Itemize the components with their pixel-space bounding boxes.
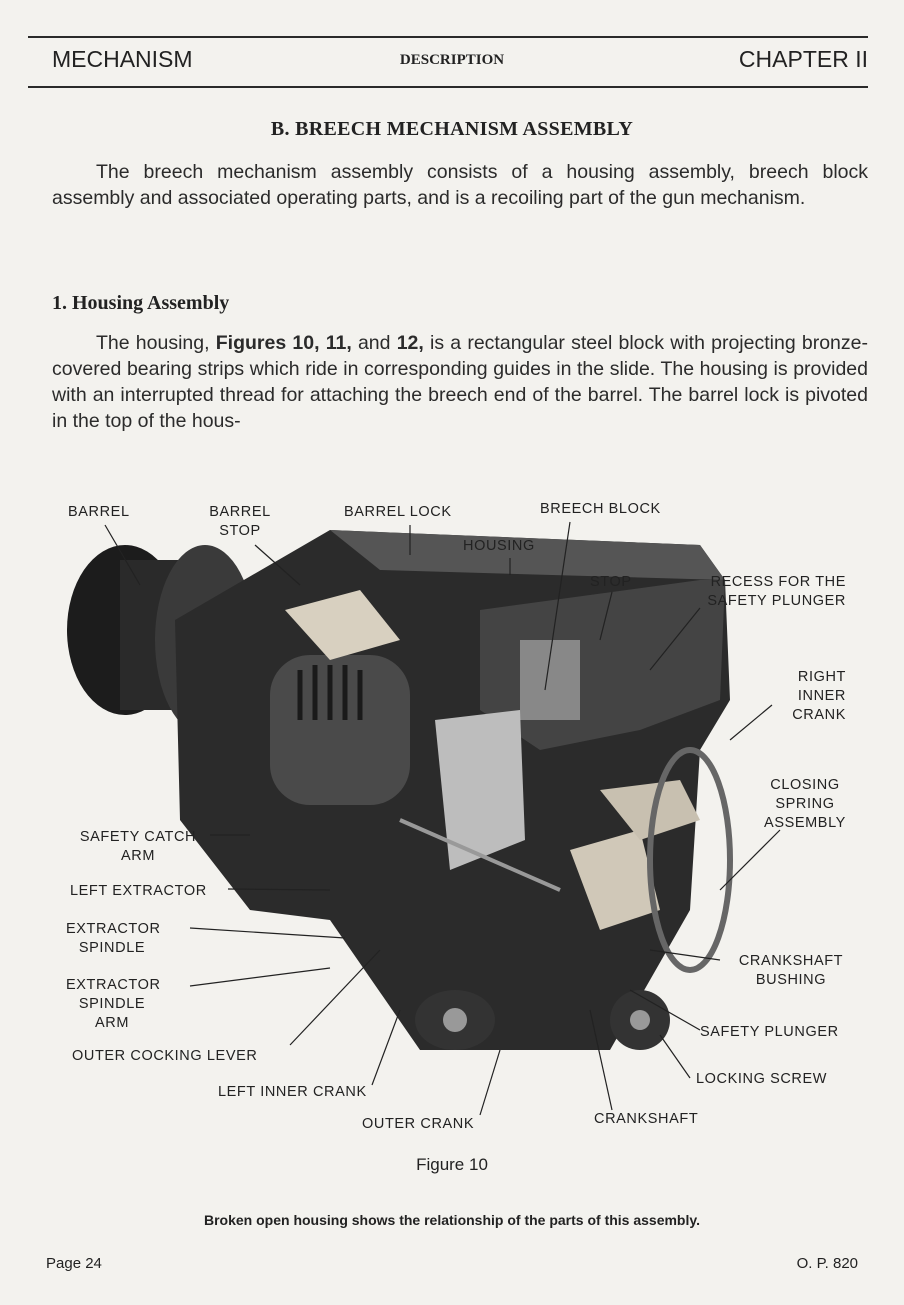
section-title: B. BREECH MECHANISM ASSEMBLY	[270, 118, 634, 140]
label-left-extractor: LEFT EXTRACTOR	[70, 883, 207, 899]
label-left-inner-crank: LEFT INNER CRANK	[218, 1084, 367, 1100]
header-rule-bottom	[28, 86, 868, 88]
label-barrel-lock: BARREL LOCK	[344, 504, 452, 520]
page-number: Page 24	[46, 1255, 102, 1272]
intro-paragraph: The breech mechanism assembly consists o…	[52, 159, 868, 211]
label-safety-catch-arm: SAFETY CATCH ARM	[79, 829, 197, 864]
text: is a rectangular steel block with projec…	[52, 332, 868, 432]
housing-paragraph: The housing, Figures 10, 11, and 12, is …	[52, 330, 868, 434]
label-right-inner-crank: RIGHT INNER CRANK	[792, 669, 846, 723]
header-rule-top	[28, 36, 868, 38]
label-housing: HOUSING	[463, 538, 535, 554]
label-crankshaft-bushing: CRANKSHAFT BUSHING	[738, 953, 844, 988]
text: The housing,	[96, 332, 216, 354]
label-extractor-spindle: EXTRACTOR SPINDLE	[66, 921, 161, 956]
document-ref: O. P. 820	[796, 1255, 858, 1272]
header-left: MECHANISM	[52, 46, 193, 72]
label-outer-crank: OUTER CRANK	[362, 1116, 475, 1132]
label-stop: STOP	[590, 574, 632, 590]
label-closing-spring: CLOSING SPRING ASSEMBLY	[764, 777, 846, 831]
header-center: DESCRIPTION	[399, 52, 505, 68]
label-locking-screw: LOCKING SCREW	[696, 1071, 828, 1087]
figure-ref: Figures 10, 11,	[215, 332, 352, 354]
text: and	[351, 332, 397, 354]
housing-text: The housing, Figures 10, 11, and 12, is …	[52, 330, 868, 434]
header-right: CHAPTER II	[738, 46, 868, 72]
figure-title: Figure 10	[416, 1155, 488, 1174]
figure-ref: 12,	[396, 332, 424, 354]
breech-mechanism-illustration	[67, 521, 781, 1116]
label-barrel-stop: BARREL STOP	[209, 504, 271, 539]
label-crankshaft: CRANKSHAFT	[594, 1111, 699, 1127]
intro-text: The breech mechanism assembly consists o…	[52, 161, 868, 209]
label-breech-block: BREECH BLOCK	[540, 501, 661, 517]
label-recess: RECESS FOR THE SAFETY PLUNGER	[707, 574, 846, 609]
label-barrel: BARREL	[68, 504, 130, 520]
label-extractor-spindle-arm: EXTRACTOR SPINDLE ARM	[66, 977, 161, 1031]
figure-caption: Broken open housing shows the relationsh…	[203, 1212, 701, 1228]
label-safety-plunger: SAFETY PLUNGER	[700, 1024, 839, 1040]
figure-10: BARREL BARREL STOP BARREL LOCK BREECH BL…	[0, 490, 904, 1140]
label-outer-cocking-lever: OUTER COCKING LEVER	[72, 1048, 258, 1064]
subsection-title: 1. Housing Assembly	[52, 292, 230, 314]
